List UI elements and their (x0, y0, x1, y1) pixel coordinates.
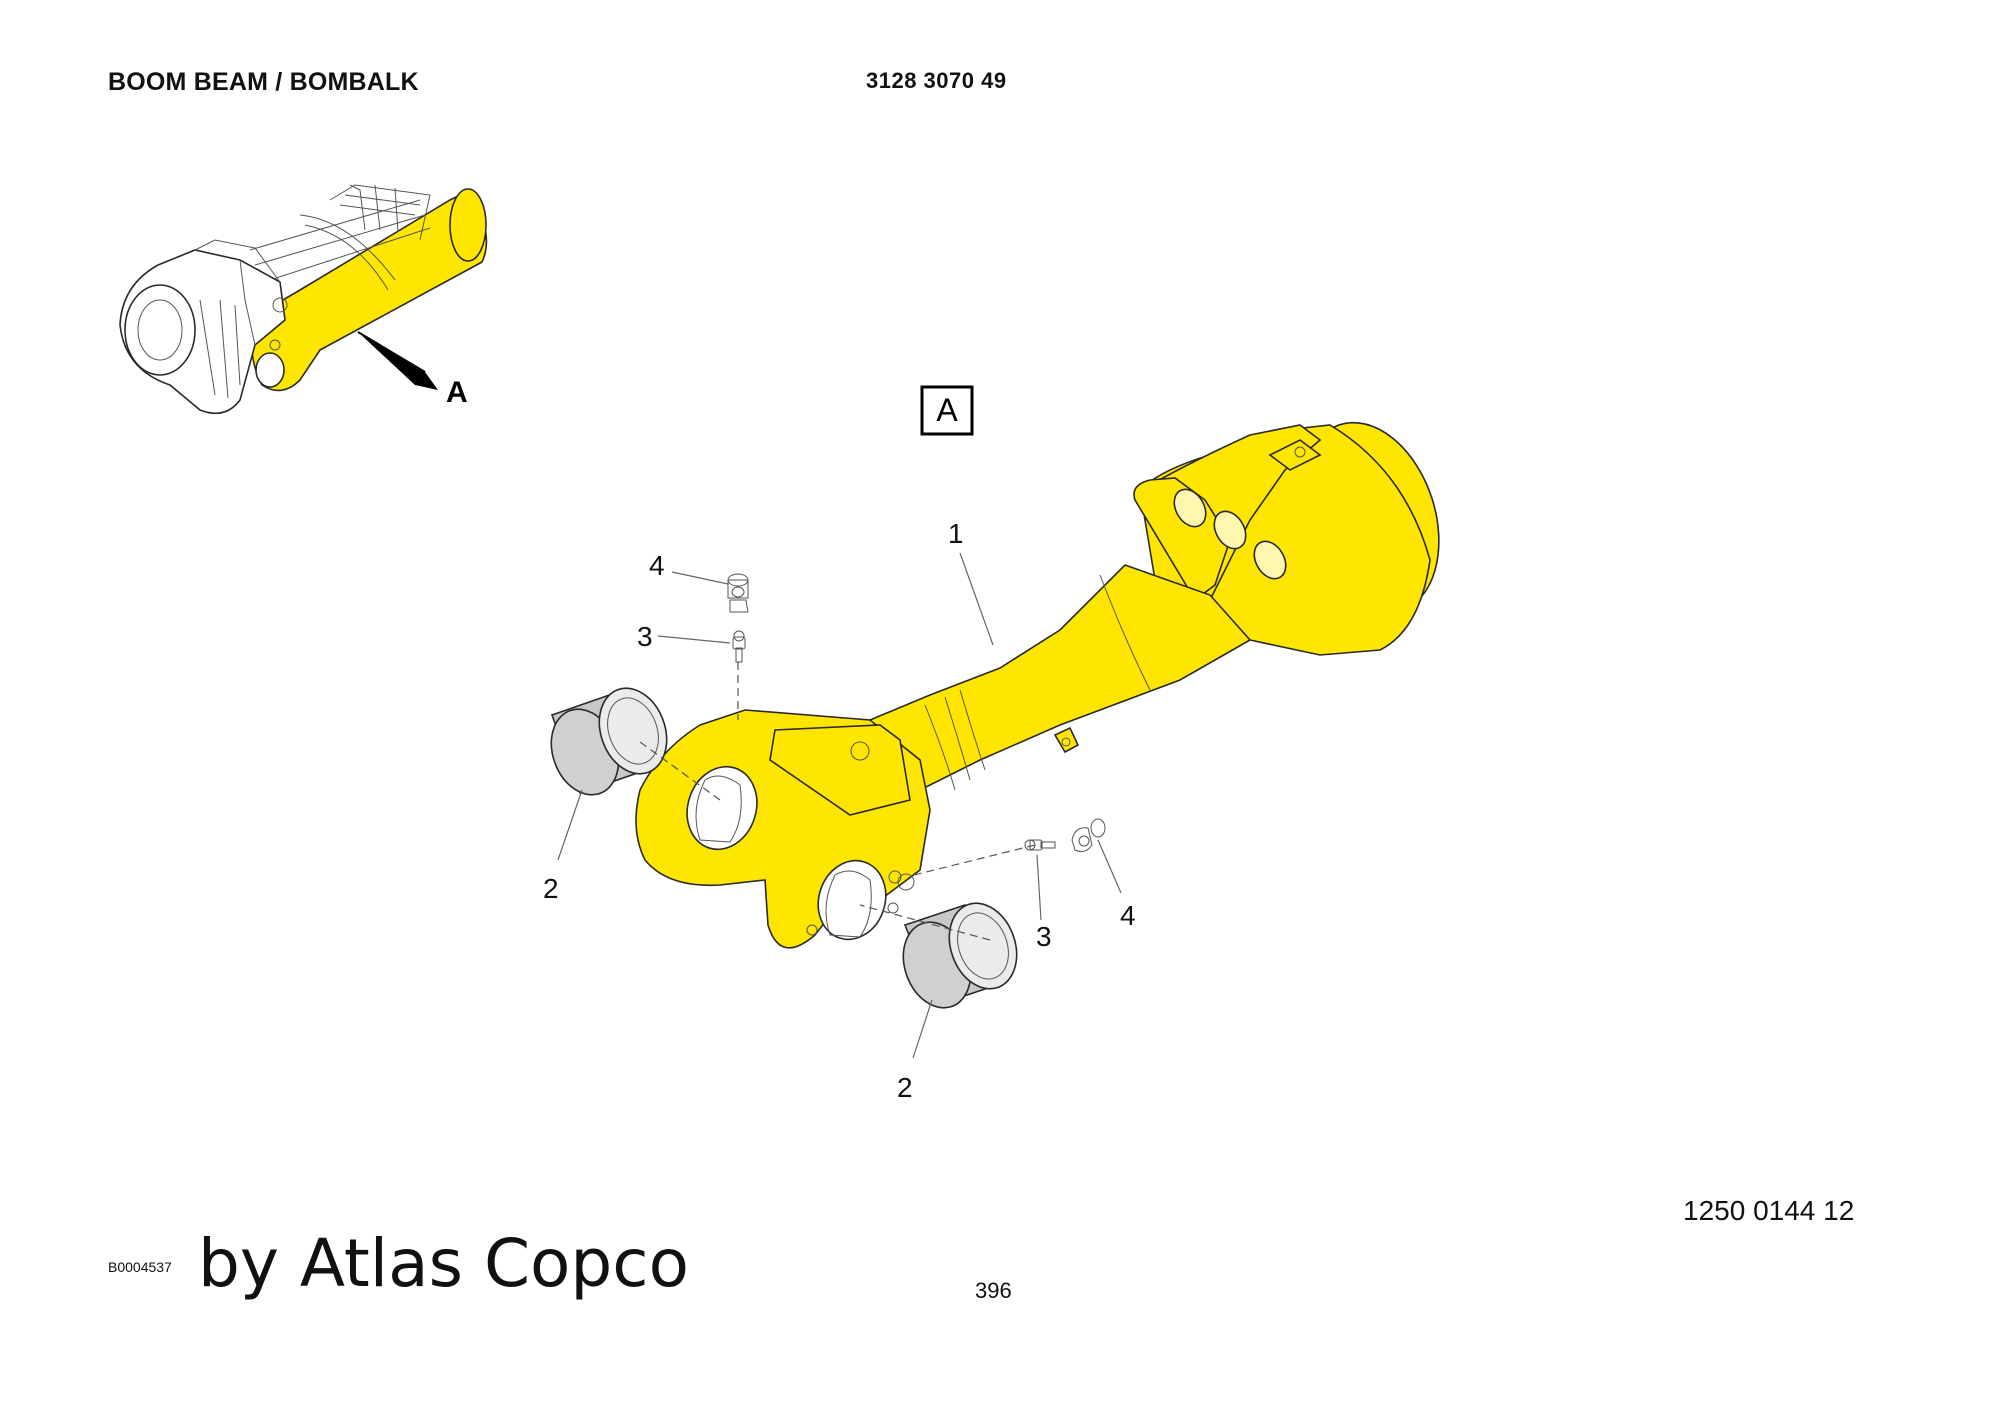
boom-beam (635, 421, 1440, 949)
grease-nipple-right (1024, 839, 1056, 851)
callout-4-left: 4 (649, 550, 665, 581)
callout-4-right: 4 (1120, 900, 1136, 931)
view-arrow (358, 332, 438, 390)
callout-2-upper: 2 (543, 873, 559, 904)
bushing-upper (550, 687, 668, 796)
assembly-lines (639, 662, 1036, 941)
grease-nipple-left (732, 630, 746, 663)
brand-watermark: by Atlas Copco (198, 1225, 689, 1302)
callout-1: 1 (948, 518, 964, 549)
callout-2-lower: 2 (897, 1072, 913, 1103)
view-label-box (920, 385, 974, 436)
document-number: 1250 0144 12 (1683, 1195, 1855, 1226)
part-number: 3128 3070 49 (866, 68, 1007, 93)
overview-drawing: A (119, 184, 488, 415)
page-number: 396 (975, 1278, 1012, 1303)
callout-3-left: 3 (637, 621, 653, 652)
bushing-lower (902, 902, 1018, 1009)
protective-cap-right (1071, 818, 1106, 853)
leader-lines (557, 552, 1122, 1059)
view-marker-a: A (446, 376, 468, 409)
view-label-a: A (936, 392, 958, 428)
callout-3-right: 3 (1036, 921, 1052, 952)
image-id: B0004537 (108, 1259, 172, 1275)
page-title: BOOM BEAM / BOMBALK (108, 68, 419, 96)
protective-cap-left (727, 573, 749, 613)
